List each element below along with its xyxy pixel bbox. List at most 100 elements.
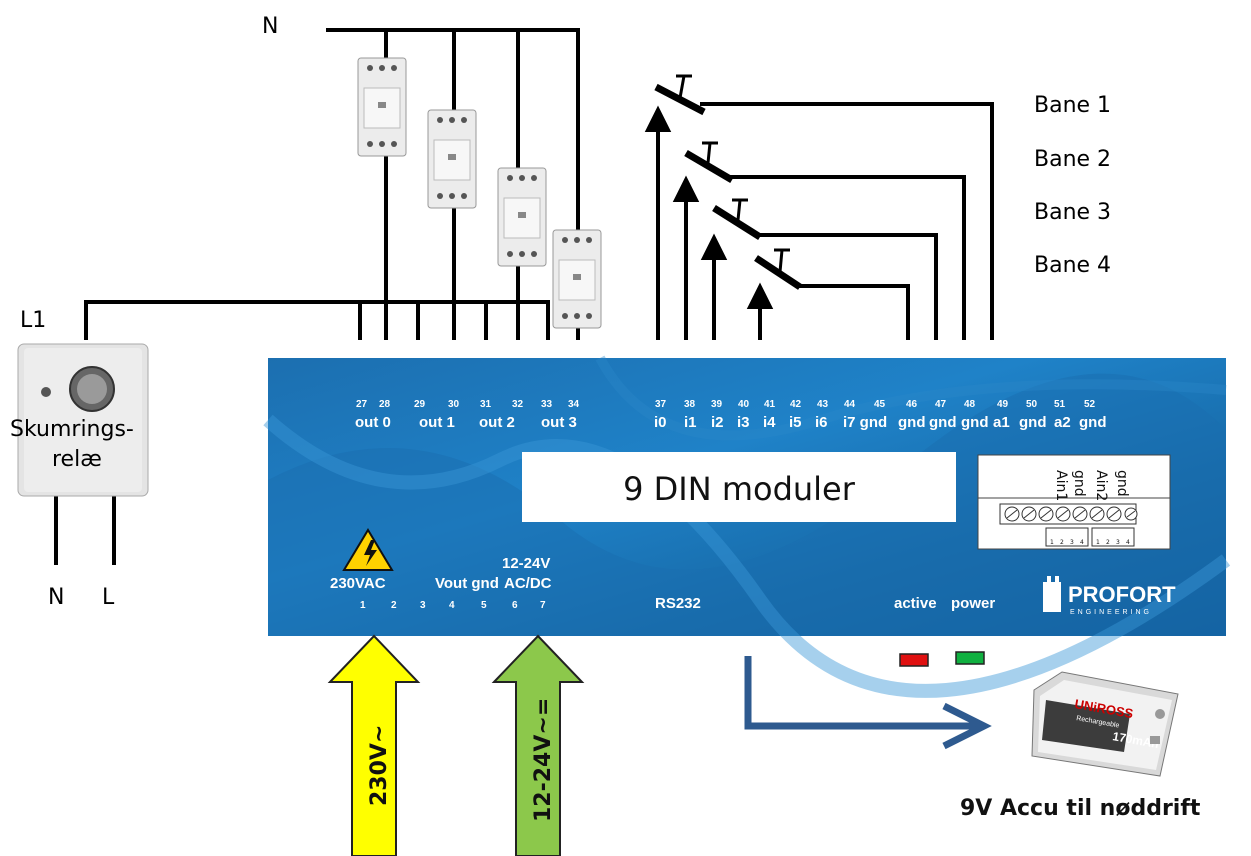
terminal-27: 27 [356, 399, 368, 410]
terminal-51: 51 [1054, 399, 1066, 410]
battery-arrow [744, 656, 992, 750]
relay-n-label: N [48, 585, 64, 610]
arrow-230-label: 230V~ [367, 725, 392, 806]
terminal-3: 3 [420, 600, 426, 611]
terminal-2: 2 [391, 600, 397, 611]
pin-1b: 1 [1096, 539, 1100, 546]
terminal-41: 41 [764, 399, 776, 410]
label-a1: a1 [993, 414, 1010, 431]
connector-label-ain1: Ain1 [1053, 470, 1069, 501]
brand-name: PROFORT [1068, 582, 1176, 607]
arrow-1224-label: 12-24V~= [531, 698, 556, 822]
active-label: active [894, 595, 937, 612]
label-out0: out 0 [355, 414, 391, 431]
switch-bane-2 [684, 141, 734, 184]
terminal-labels-top: out 0 out 1 out 2 out 3 i0 i1 i2 i3 i4 i… [355, 414, 1107, 431]
l1-bus [84, 300, 550, 340]
terminal-33: 33 [541, 399, 553, 410]
power-label: power [951, 595, 995, 612]
active-led [899, 653, 929, 667]
label-out1: out 1 [419, 414, 455, 431]
label-i5: i5 [789, 414, 802, 431]
terminal-numbers-bottom: 1 2 3 4 5 6 7 [360, 600, 546, 611]
contactor-1 [357, 57, 407, 157]
terminal-44: 44 [844, 399, 856, 410]
label-gnd-52: gnd [1079, 414, 1107, 431]
terminal-30: 30 [448, 399, 460, 410]
terminal-50: 50 [1026, 399, 1038, 410]
label-gnd-47: gnd [929, 414, 957, 431]
neutral-label: N [262, 14, 278, 39]
terminal-38: 38 [684, 399, 696, 410]
vout-gnd-label: Vout gnd [435, 575, 499, 592]
bane-2-label: Bane 2 [1034, 147, 1111, 172]
label-a2: a2 [1054, 414, 1071, 431]
contactor-3 [497, 167, 547, 267]
pin-3a: 3 [1070, 539, 1074, 546]
terminal-4: 4 [449, 600, 455, 611]
label-out2: out 2 [479, 414, 515, 431]
battery-icon: UNiROSS Rechargeable 170mAh [1031, 671, 1179, 777]
relay-label-line2: relæ [52, 447, 102, 472]
terminal-45: 45 [874, 399, 886, 410]
switch-bane-3 [712, 198, 762, 240]
label-gnd-48: gnd [961, 414, 989, 431]
label-gnd-46: gnd [898, 414, 926, 431]
voltage-230vac: 230VAC [330, 575, 386, 592]
terminal-1: 1 [360, 600, 366, 611]
switch-bane-1 [654, 74, 706, 116]
terminal-28: 28 [379, 399, 391, 410]
label-i1: i1 [684, 414, 697, 431]
power-led [955, 651, 985, 665]
terminal-49: 49 [997, 399, 1009, 410]
brand-sub: ENGINEERING [1070, 609, 1152, 616]
bane-1-label: Bane 1 [1034, 93, 1111, 118]
label-i4: i4 [763, 414, 776, 431]
label-i2: i2 [711, 414, 724, 431]
contactor-4 [552, 229, 602, 329]
contactor-2 [427, 109, 477, 209]
bane-4-label: Bane 4 [1034, 253, 1111, 278]
twilight-relay [17, 343, 149, 497]
terminal-48: 48 [964, 399, 976, 410]
pin-2a: 2 [1060, 539, 1064, 546]
terminal-42: 42 [790, 399, 802, 410]
arrow-12-24v: 12-24V~= [491, 634, 585, 856]
high-voltage-warning-icon [342, 528, 394, 571]
terminal-32: 32 [512, 399, 524, 410]
relay-l-label: L [102, 585, 115, 610]
label-out3: out 3 [541, 414, 577, 431]
label-i6: i6 [815, 414, 828, 431]
terminal-40: 40 [738, 399, 750, 410]
wires [54, 28, 994, 565]
label-i0: i0 [654, 414, 667, 431]
switch-bane-4 [754, 248, 802, 290]
terminal-6: 6 [512, 600, 518, 611]
pin-1a: 1 [1050, 539, 1054, 546]
terminal-31: 31 [480, 399, 492, 410]
battery-caption: 9V Accu til nøddrift [960, 796, 1201, 821]
terminal-39: 39 [711, 399, 723, 410]
screw-terminals [999, 503, 1138, 525]
label-i3: i3 [737, 414, 750, 431]
arrow-230v: 230V~ [327, 634, 421, 856]
module-title: 9 DIN moduler [623, 470, 856, 508]
dc-label-1: 12-24V [502, 555, 550, 572]
terminal-47: 47 [935, 399, 947, 410]
analog-connector: Ain1 gnd Ain2 gnd 1 2 3 4 1 2 3 4 [977, 454, 1171, 550]
terminal-43: 43 [817, 399, 829, 410]
module-title-box [522, 452, 956, 522]
profort-logo: PROFORT ENGINEERING [1043, 576, 1176, 616]
dc-label-2: AC/DC [504, 575, 552, 592]
bane-3-label: Bane 3 [1034, 200, 1111, 225]
pin-3b: 3 [1116, 539, 1120, 546]
pin-headers [1045, 527, 1135, 547]
input-arrows [644, 105, 774, 340]
pin-2b: 2 [1106, 539, 1110, 546]
terminal-29: 29 [414, 399, 426, 410]
connector-label-ain2: Ain2 [1093, 470, 1109, 501]
rs232-label: RS232 [655, 595, 701, 612]
relay-label-line1: Skumrings- [10, 417, 134, 442]
terminal-numbers-top: 27 28 29 30 31 32 33 34 37 38 39 40 41 4… [356, 399, 1096, 410]
